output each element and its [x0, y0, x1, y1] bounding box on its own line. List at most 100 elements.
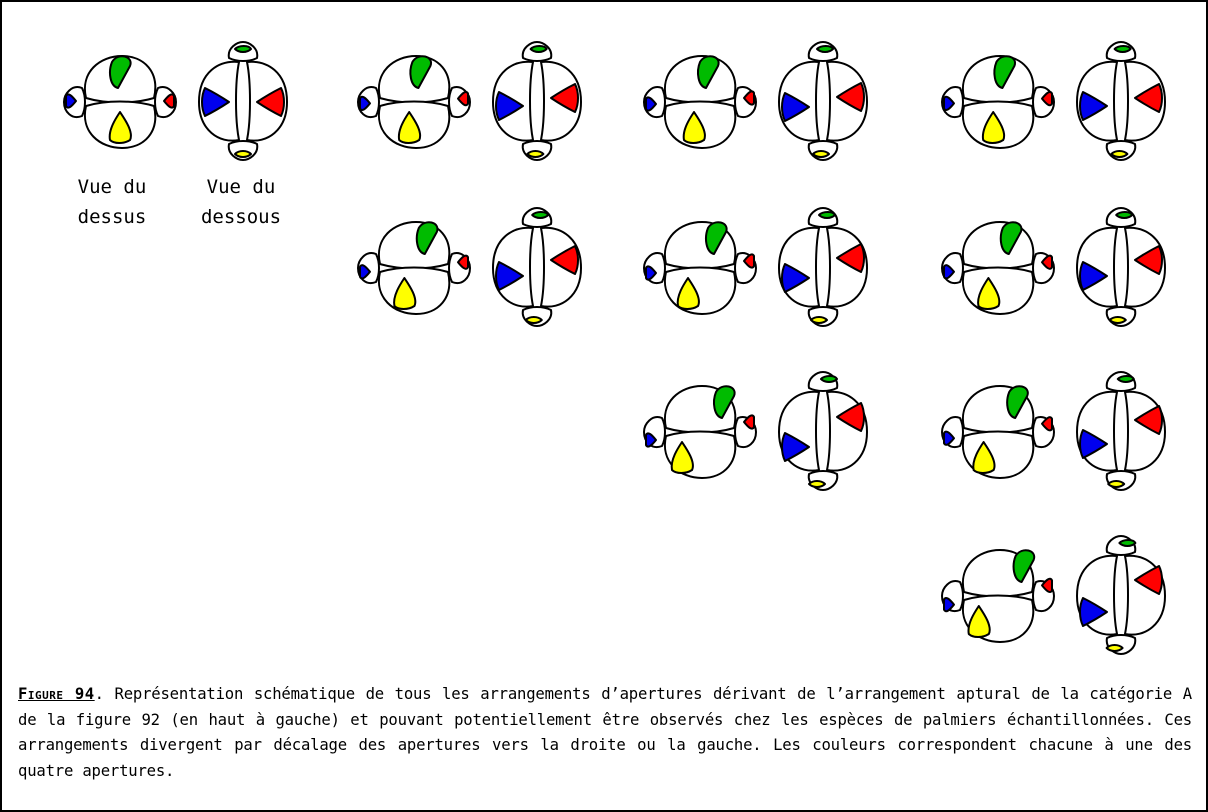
aperture-green	[999, 221, 1023, 255]
aperture-yellow	[676, 277, 700, 310]
aperture-red	[163, 93, 175, 109]
aperture-yellow	[981, 111, 1006, 144]
aperture-green	[816, 45, 834, 53]
top-view-diagram-6	[941, 55, 1055, 149]
aperture-yellow	[977, 277, 1001, 310]
aperture-green	[529, 45, 548, 53]
top-cell	[961, 221, 1035, 270]
aperture-blue	[645, 432, 657, 448]
aperture-yellow	[670, 441, 694, 474]
aperture-blue	[645, 96, 657, 112]
aperture-yellow	[524, 316, 543, 324]
aperture-green	[1113, 45, 1132, 53]
aperture-red	[743, 90, 755, 106]
aperture-red	[457, 90, 469, 107]
aperture-blue	[1079, 429, 1108, 459]
aperture-green	[1116, 375, 1135, 383]
top-view-diagram-2	[357, 221, 471, 315]
bottom-view-diagram-3	[778, 41, 868, 161]
aperture-blue	[943, 430, 955, 446]
aperture-red	[1041, 254, 1053, 270]
aperture-blue	[781, 92, 810, 122]
aperture-red	[743, 253, 755, 269]
aperture-red	[1041, 90, 1053, 107]
aperture-yellow	[1105, 644, 1124, 652]
aperture-blue	[495, 91, 524, 121]
aperture-red	[1041, 416, 1053, 432]
aperture-yellow	[812, 150, 830, 158]
top-view-diagram-1	[357, 55, 471, 149]
aperture-red	[836, 402, 865, 432]
aperture-red	[457, 254, 469, 270]
aperture-yellow	[972, 441, 996, 474]
bottom-view-diagram-7	[1076, 207, 1166, 327]
bottom-view-diagram-0	[198, 41, 288, 161]
aperture-red	[550, 83, 579, 113]
aperture-blue	[495, 261, 524, 291]
bottom-cell	[663, 266, 737, 315]
aperture-blue	[645, 265, 657, 281]
aperture-blue	[943, 95, 955, 112]
bottom-view-diagram-9	[1076, 535, 1166, 655]
top-view-diagram-8	[941, 385, 1055, 479]
aperture-green	[1012, 549, 1036, 583]
top-view-diagram-7	[941, 221, 1055, 315]
aperture-yellow	[1107, 480, 1126, 488]
top-view-label-line1: Vue du	[77, 176, 147, 198]
aperture-blue	[781, 432, 810, 462]
aperture-red	[743, 414, 755, 430]
bottom-view-diagram-5	[778, 371, 868, 491]
aperture-yellow	[1108, 316, 1127, 324]
top-view-diagram-0	[63, 55, 177, 149]
aperture-green	[713, 385, 736, 419]
aperture-blue	[201, 87, 230, 117]
aperture-green	[409, 55, 433, 89]
aperture-yellow	[526, 150, 545, 158]
aperture-yellow	[1110, 150, 1129, 158]
aperture-blue	[943, 264, 955, 280]
top-view-label: Vue du dessus	[62, 172, 162, 232]
aperture-blue	[1079, 597, 1108, 627]
aperture-blue	[1079, 91, 1108, 121]
aperture-blue	[65, 93, 77, 109]
aperture-green	[1006, 385, 1029, 419]
top-view-diagram-4	[643, 221, 757, 315]
aperture-green	[415, 221, 439, 255]
bottom-view-label-line1: Vue du	[206, 176, 276, 198]
aperture-green	[1118, 539, 1137, 547]
aperture-red	[550, 245, 579, 275]
bottom-view-label: Vue du dessous	[186, 172, 296, 232]
aperture-green	[1115, 211, 1134, 219]
bottom-view-diagram-1	[492, 41, 582, 161]
top-view-diagram-5	[643, 385, 757, 479]
aperture-yellow	[234, 150, 252, 158]
aperture-green	[531, 211, 550, 219]
aperture-yellow	[808, 480, 826, 488]
aperture-blue	[359, 95, 371, 112]
aperture-red	[1134, 83, 1163, 113]
aperture-red	[1134, 565, 1163, 595]
caption-text: . Représentation schématique de tous les…	[18, 685, 1192, 780]
aperture-yellow	[967, 605, 991, 638]
top-view-label-line2: dessus	[77, 206, 147, 228]
aperture-green	[705, 221, 728, 255]
figure-caption: Figure 94. Représentation schématique de…	[18, 682, 1192, 784]
aperture-green	[820, 375, 838, 383]
aperture-green	[109, 55, 132, 89]
aperture-blue	[359, 264, 371, 280]
aperture-red	[256, 87, 285, 117]
bottom-view-diagram-8	[1076, 371, 1166, 491]
aperture-green	[697, 55, 720, 89]
aperture-red	[1134, 245, 1163, 275]
aperture-blue	[1079, 261, 1108, 291]
aperture-red	[836, 82, 865, 112]
bottom-view-diagram-6	[1076, 41, 1166, 161]
aperture-red	[1041, 577, 1053, 594]
aperture-yellow	[393, 277, 417, 310]
bottom-view-diagram-4	[778, 207, 868, 327]
aperture-yellow	[682, 111, 706, 144]
bottom-view-diagram-2	[492, 207, 582, 327]
aperture-blue	[781, 263, 810, 293]
aperture-blue	[943, 596, 955, 613]
